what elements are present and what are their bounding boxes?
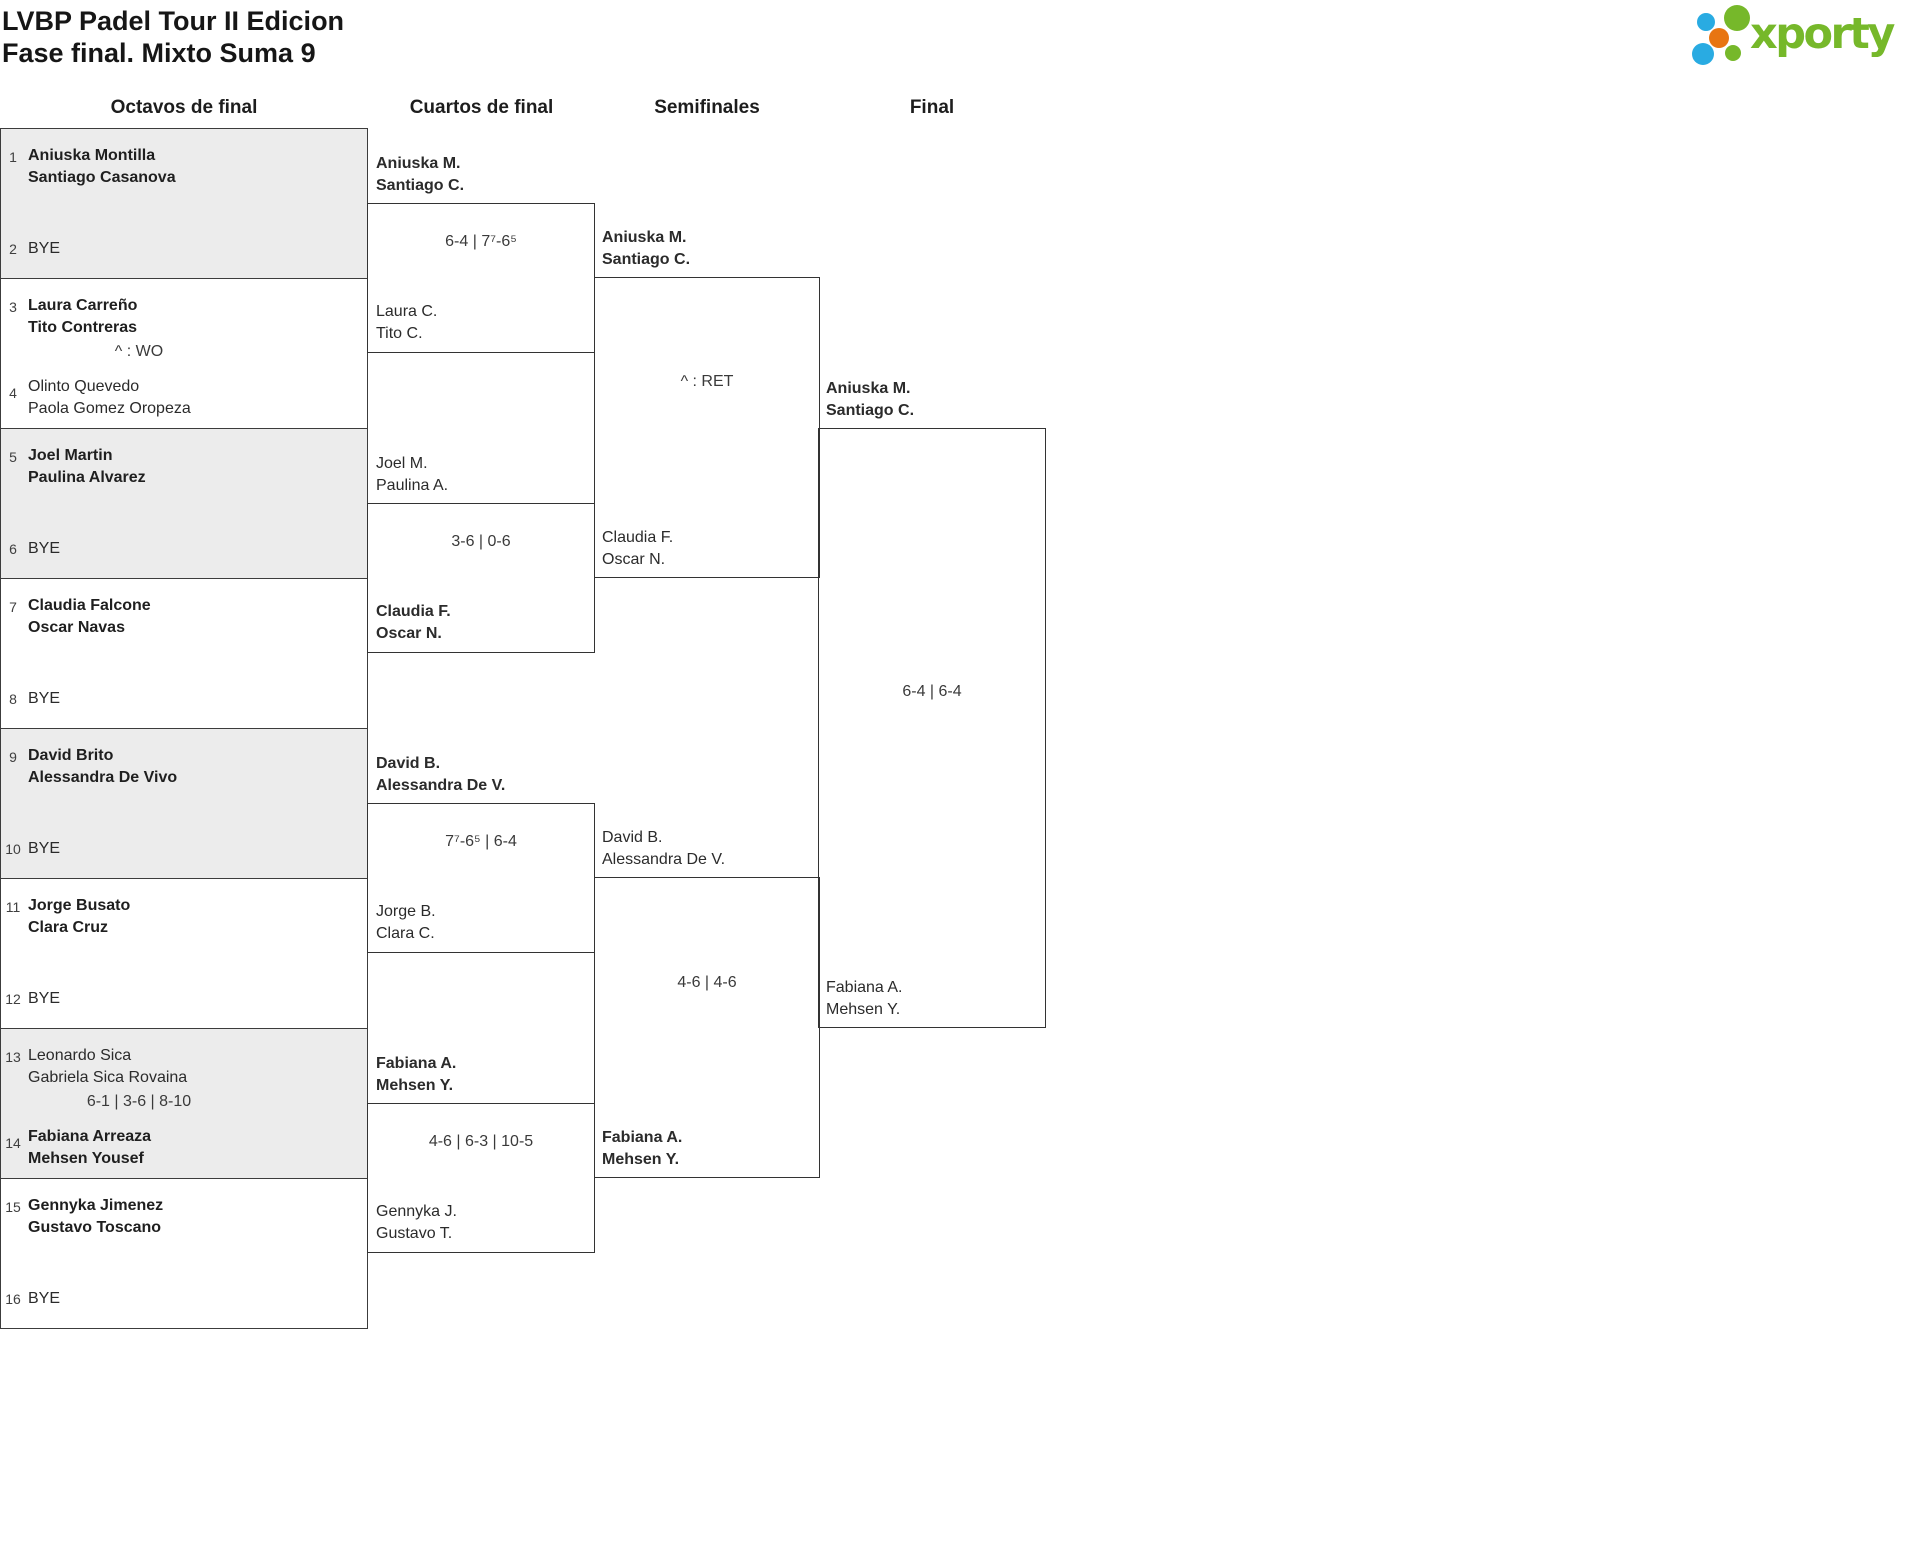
logo-wordmark: xporty: [1750, 9, 1895, 59]
xporty-logo[interactable]: [1690, 0, 1920, 70]
match-score: 6-1 | 3-6 | 8-10: [86, 1093, 192, 1110]
quarterfinal-box-4: [367, 1103, 595, 1253]
logo-dot-blue-large: [1692, 43, 1714, 65]
team-names: Laura Carreño Tito Contreras: [28, 297, 138, 336]
team-names: BYE: [28, 690, 61, 707]
qf2-slot-bottom: Claudia F. Oscar N.: [376, 603, 451, 642]
seed-number: 12: [5, 991, 21, 1007]
quarterfinal-box-2: [367, 503, 595, 653]
seed-number: 3: [9, 299, 17, 315]
team-names: Aniuska Montilla Santiago Casanova: [28, 147, 176, 186]
seed-number: 16: [5, 1291, 21, 1307]
page-title: LVBP Padel Tour II Edicion: [2, 6, 345, 36]
final-slot-bottom: Fabiana A. Mehsen Y.: [826, 979, 903, 1018]
round-header-final: Final: [909, 97, 955, 118]
octavos-match-8: 15 Gennyka Jimenez Gustavo Toscano 16 BY…: [0, 1178, 368, 1329]
octavos-match-6: 11 Jorge Busato Clara Cruz 12 BYE: [0, 878, 368, 1029]
octavos-match-2: 3 Laura Carreño Tito Contreras 4 Olinto …: [0, 278, 368, 429]
team-names: Fabiana Arreaza Mehsen Yousef: [28, 1128, 152, 1167]
round-header-cuartos: Cuartos de final: [409, 97, 554, 118]
qf3-score: 7⁷-6⁵ | 6-4: [445, 833, 517, 850]
qf3-slot-bottom: Jorge B. Clara C.: [376, 903, 436, 942]
final-slot-top: Aniuska M. Santiago C.: [826, 380, 915, 419]
seed-number: 1: [9, 149, 17, 165]
qf2-slot-top: Joel M. Paulina A.: [376, 455, 449, 494]
octavos-match-7: 13 Leonardo Sica Gabriela Sica Rovaina 1…: [0, 1028, 368, 1179]
seed-number: 6: [9, 541, 17, 557]
team-names: Gennyka Jimenez Gustavo Toscano: [28, 1197, 164, 1236]
sf1-note: ^ : RET: [680, 373, 734, 390]
team-names: BYE: [28, 840, 61, 857]
qf4-slot-bottom: Gennyka J. Gustavo T.: [376, 1203, 457, 1242]
seed-number: 7: [9, 599, 17, 615]
qf3-slot-top: David B. Alessandra De V.: [376, 755, 506, 794]
team-names: BYE: [28, 990, 61, 1007]
round-header-semifinales: Semifinales: [654, 97, 760, 118]
team-names: BYE: [28, 1290, 61, 1307]
qf1-slot-bottom: Laura C. Tito C.: [376, 303, 438, 342]
sf1-slot-bottom: Claudia F. Oscar N.: [602, 529, 674, 568]
semifinal-box-1: [594, 277, 820, 578]
logo-dot-blue-small: [1697, 13, 1715, 31]
seed-number: 5: [9, 449, 17, 465]
final-score: 6-4 | 6-4: [902, 683, 962, 700]
team-names: David Brito Alessandra De Vivo: [28, 747, 178, 786]
qf1-score: 6-4 | 7⁷-6⁵: [445, 233, 517, 250]
team-names: Leonardo Sica Gabriela Sica Rovaina: [28, 1047, 188, 1086]
team-names: Claudia Falcone Oscar Navas: [28, 597, 151, 636]
seed-number: 13: [5, 1049, 21, 1065]
octavos-match-4: 7 Claudia Falcone Oscar Navas 8 BYE: [0, 578, 368, 729]
final-box: [818, 428, 1046, 1028]
octavos-match-3: 5 Joel Martin Paulina Alvarez 6 BYE: [0, 428, 368, 579]
seed-number: 11: [5, 899, 21, 915]
logo-dot-green-small: [1725, 45, 1741, 61]
qf1-slot-top: Aniuska M. Santiago C.: [376, 155, 465, 194]
seed-number: 9: [9, 749, 17, 765]
seed-number: 8: [9, 691, 17, 707]
logo-dot-orange: [1709, 28, 1729, 48]
round-header-octavos: Octavos de final: [110, 97, 258, 118]
seed-number: 14: [5, 1135, 21, 1151]
page-subtitle: Fase final. Mixto Suma 9: [2, 38, 316, 68]
team-names: BYE: [28, 540, 61, 557]
logo-dot-green-large: [1724, 5, 1750, 31]
seed-number: 10: [5, 841, 21, 857]
team-names: Joel Martin Paulina Alvarez: [28, 447, 146, 486]
sf2-slot-bottom: Fabiana A. Mehsen Y.: [602, 1129, 683, 1168]
seed-number: 4: [9, 385, 17, 401]
octavos-match-5: 9 David Brito Alessandra De Vivo 10 BYE: [0, 728, 368, 879]
seed-number: 2: [9, 241, 17, 257]
qf4-slot-top: Fabiana A. Mehsen Y.: [376, 1055, 457, 1094]
team-names: Olinto Quevedo Paola Gomez Oropeza: [28, 378, 191, 417]
team-names: Jorge Busato Clara Cruz: [28, 897, 131, 936]
qf2-score: 3-6 | 0-6: [451, 533, 511, 550]
octavos-match-1: 1 Aniuska Montilla Santiago Casanova 2 B…: [0, 128, 368, 279]
sf1-slot-top: Aniuska M. Santiago C.: [602, 229, 691, 268]
seed-number: 15: [5, 1199, 21, 1215]
sf2-score: 4-6 | 4-6: [677, 974, 737, 991]
qf4-score: 4-6 | 6-3 | 10-5: [428, 1133, 534, 1150]
team-names: BYE: [28, 240, 61, 257]
match-note: ^ : WO: [114, 343, 164, 360]
sf2-slot-top: David B. Alessandra De V.: [602, 829, 726, 868]
